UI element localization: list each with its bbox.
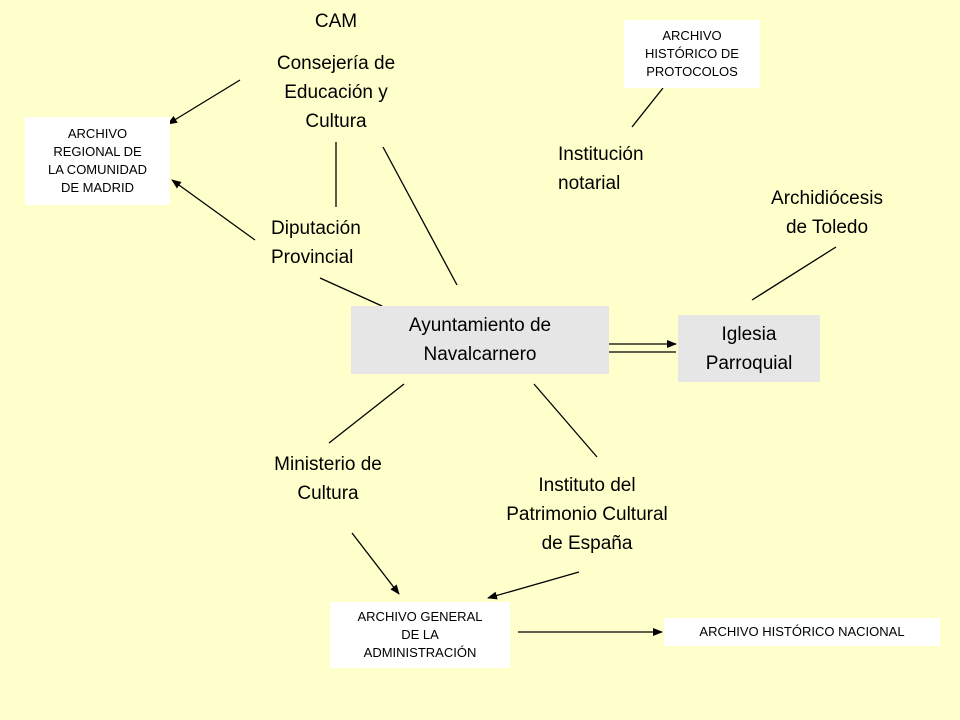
line-archidiocesis-iglesia <box>751 246 837 301</box>
line-ayuntamiento-ministerio <box>328 383 405 444</box>
node-diputacion: Diputación Provincial <box>271 218 361 268</box>
node-ministerio: Ministerio de Cultura <box>274 454 382 504</box>
node-cam: CAM <box>314 11 358 32</box>
node-ayuntamiento: Ayuntamiento de Navalcarnero <box>351 306 609 374</box>
line-notarial-protocolos <box>631 87 664 128</box>
node-archivo-protocolos: ARCHIVO HISTÓRICO DE PROTOCOLOS <box>624 20 760 88</box>
node-archidiocesis: Archidiócesis de Toledo <box>771 188 883 238</box>
node-archivo-nacional: ARCHIVO HISTÓRICO NACIONAL <box>664 618 940 646</box>
line-ayuntamiento-instituto <box>533 383 598 458</box>
node-archivo-regional: ARCHIVO REGIONAL DE LA COMUNIDAD DE MADR… <box>25 117 170 205</box>
arrow-diputacion-to-archivo-regional <box>171 179 256 241</box>
node-archivo-general: ARCHIVO GENERAL DE LA ADMINISTRACIÓN <box>330 602 510 668</box>
arrow-ministerio-to-archivo-general <box>351 532 400 595</box>
node-iglesia: Iglesia Parroquial <box>678 315 820 382</box>
line-diputacion-ayuntamiento <box>319 277 383 307</box>
arrow-instituto-to-archivo-general <box>487 571 580 600</box>
arrow-consejeria-to-archivo-regional <box>167 79 241 125</box>
node-consejeria: Consejería de Educación y Cultura <box>276 53 396 132</box>
node-instituto: Instituto del Patrimonio Cultural de Esp… <box>506 475 668 554</box>
node-institucion-notarial: Institución notarial <box>558 144 644 194</box>
line-consejeria-ayuntamiento <box>382 146 458 286</box>
